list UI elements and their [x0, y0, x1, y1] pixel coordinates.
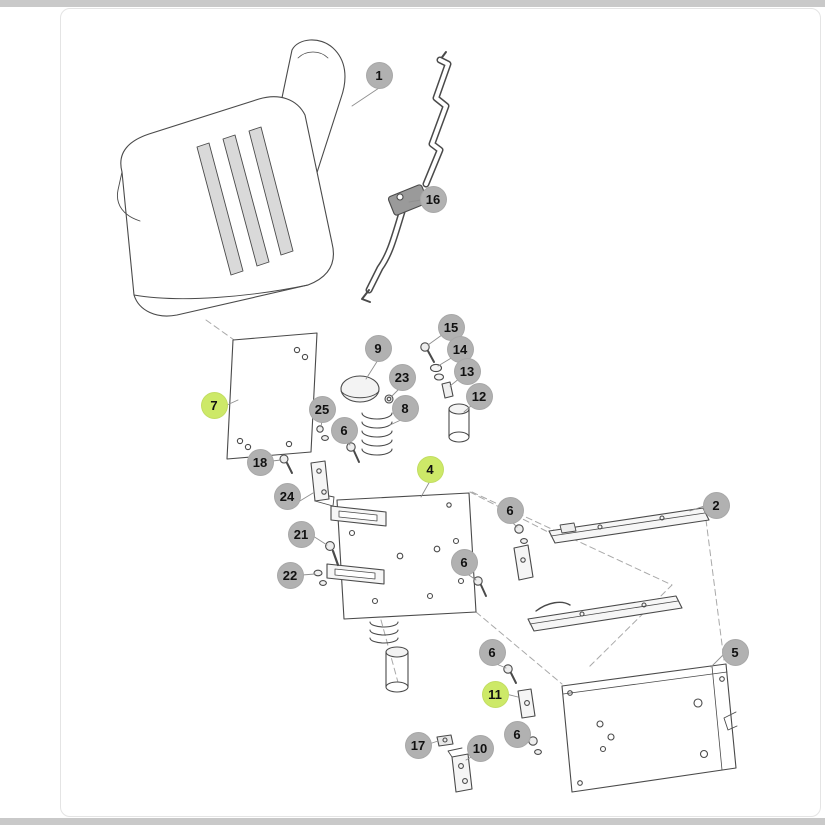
bolt-21-22-illustration: [313, 541, 340, 586]
part-callout-6[interactable]: 6: [330, 416, 358, 444]
part-callout-11[interactable]: 11: [481, 680, 509, 708]
part-callout-1[interactable]: 1: [365, 61, 393, 89]
part-callout-18[interactable]: 18: [246, 448, 274, 476]
part-callout-7[interactable]: 7: [200, 391, 228, 419]
mount-plate-4-illustration: [326, 492, 477, 620]
part-callout-23[interactable]: 23: [388, 363, 416, 391]
cap-spring-illustration: [340, 375, 394, 456]
lower-hardware-illustration: [436, 524, 542, 793]
part-callout-2[interactable]: 2: [702, 491, 730, 519]
part-callout-17[interactable]: 17: [404, 731, 432, 759]
part-callout-24[interactable]: 24: [273, 482, 301, 510]
part-callout-25[interactable]: 25: [308, 395, 336, 423]
part-callout-6[interactable]: 6: [450, 548, 478, 576]
part-callout-16[interactable]: 16: [419, 185, 447, 213]
base-plate-5-illustration: [561, 663, 738, 793]
top-edge-strip: [0, 0, 825, 7]
part-callout-4[interactable]: 4: [416, 455, 444, 483]
part-callout-5[interactable]: 5: [721, 638, 749, 666]
plate-7-illustration: [226, 332, 318, 460]
left-hardware-illustration: [279, 425, 360, 507]
part-callout-6[interactable]: 6: [496, 496, 524, 524]
lower-spring-bushing-illustration: [369, 621, 409, 693]
seat-illustration: [116, 39, 346, 317]
part-callout-9[interactable]: 9: [364, 334, 392, 362]
part-callout-10[interactable]: 10: [466, 734, 494, 762]
part-callout-22[interactable]: 22: [276, 561, 304, 589]
part-callout-21[interactable]: 21: [287, 520, 315, 548]
part-callout-12[interactable]: 12: [465, 382, 493, 410]
part-callout-8[interactable]: 8: [391, 394, 419, 422]
bottom-edge-strip: [0, 818, 825, 825]
slide-rails-illustration: [527, 507, 710, 632]
part-callout-6[interactable]: 6: [478, 638, 506, 666]
part-callout-13[interactable]: 13: [453, 357, 481, 385]
part-callout-6[interactable]: 6: [503, 720, 531, 748]
fastener-stack-illustration: [420, 342, 470, 443]
seatbelt-illustration: [361, 51, 452, 303]
